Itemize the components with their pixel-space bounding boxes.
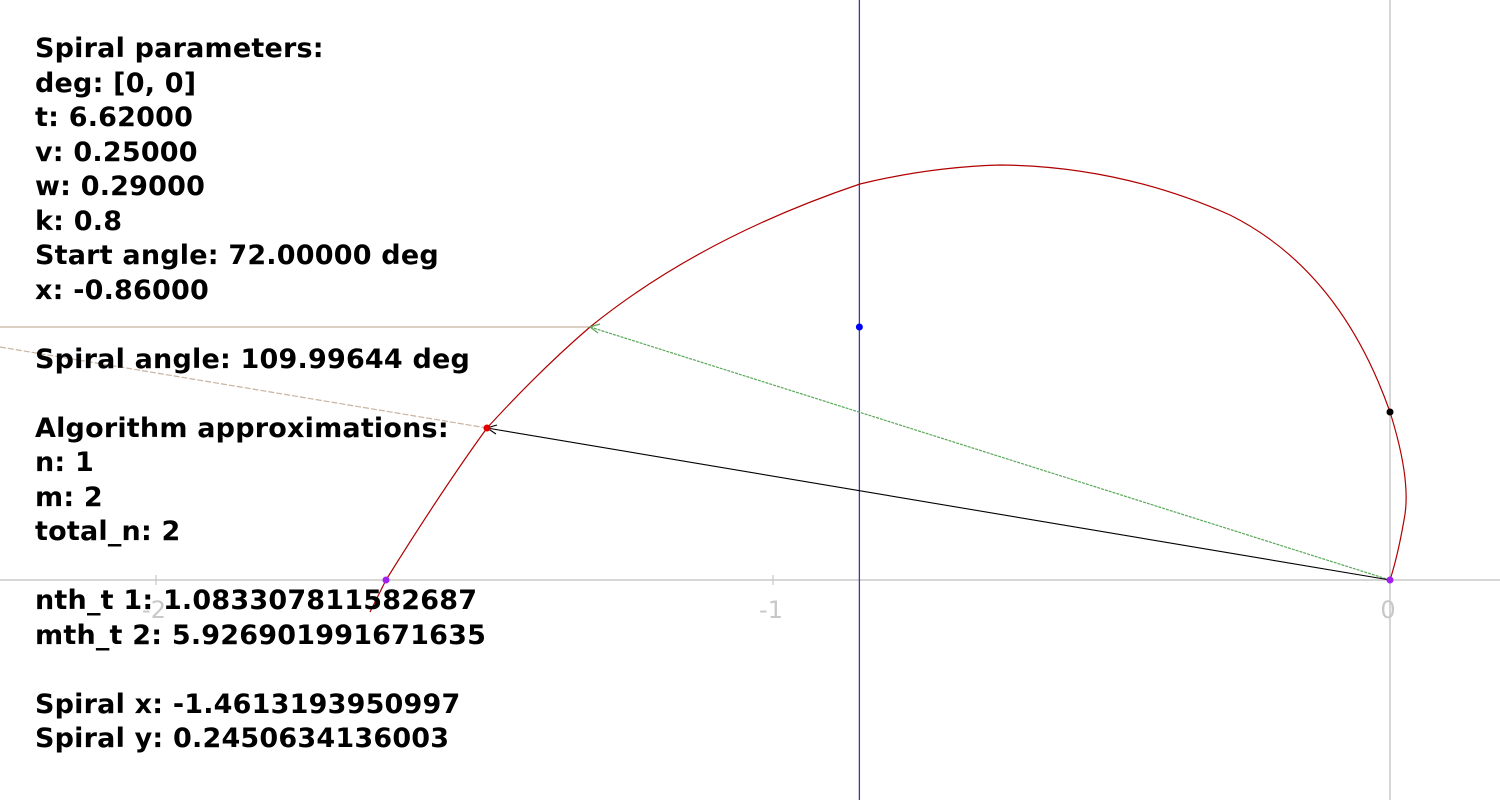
black-vector <box>486 427 1391 581</box>
info-panel: Spiral parameters: deg: [0, 0] t: 6.6200… <box>35 32 486 757</box>
params-heading: Spiral parameters: <box>35 33 324 64</box>
algo-heading: Algorithm approximations: <box>35 412 449 444</box>
spiral-point <box>483 424 491 432</box>
x-tick-label: -2 <box>142 596 166 624</box>
param-t: t: 6.62000 <box>35 102 194 133</box>
green-arrowhead <box>588 323 601 334</box>
param-x: x: -0.86000 <box>35 274 209 306</box>
mth-t: mth_t 2: 5.926901991671635 <box>35 619 487 651</box>
blue-point <box>855 323 863 331</box>
algo-m: m: 2 <box>35 481 103 513</box>
param-k: k: 0.8 <box>35 205 123 237</box>
algo-n: n: 1 <box>35 447 95 478</box>
axis-crossing-point <box>382 576 390 584</box>
nth-t: nth_t 1: 1.083307811582687 <box>35 585 478 616</box>
green-vector <box>589 326 1391 581</box>
spiral-x: Spiral x: -1.4613193950997 <box>35 688 461 720</box>
spiral-angle: Spiral angle: 109.99644 deg <box>35 343 471 375</box>
algo-total-n: total_n: 2 <box>35 516 181 547</box>
param-w: w: 0.29000 <box>35 171 206 202</box>
param-deg: deg: [0, 0] <box>35 67 197 99</box>
angle-ray <box>0 346 488 429</box>
spiral-y: Spiral y: 0.2450634136003 <box>35 723 450 754</box>
param-start-angle: Start angle: 72.00000 deg <box>35 240 439 271</box>
spiral-curve <box>369 164 1407 613</box>
x-tick-label: 0 <box>1380 596 1395 624</box>
origin-point <box>1386 576 1394 584</box>
param-v: v: 0.25000 <box>35 136 198 168</box>
black-point <box>1386 408 1394 416</box>
x-tick-label: -1 <box>759 596 783 624</box>
